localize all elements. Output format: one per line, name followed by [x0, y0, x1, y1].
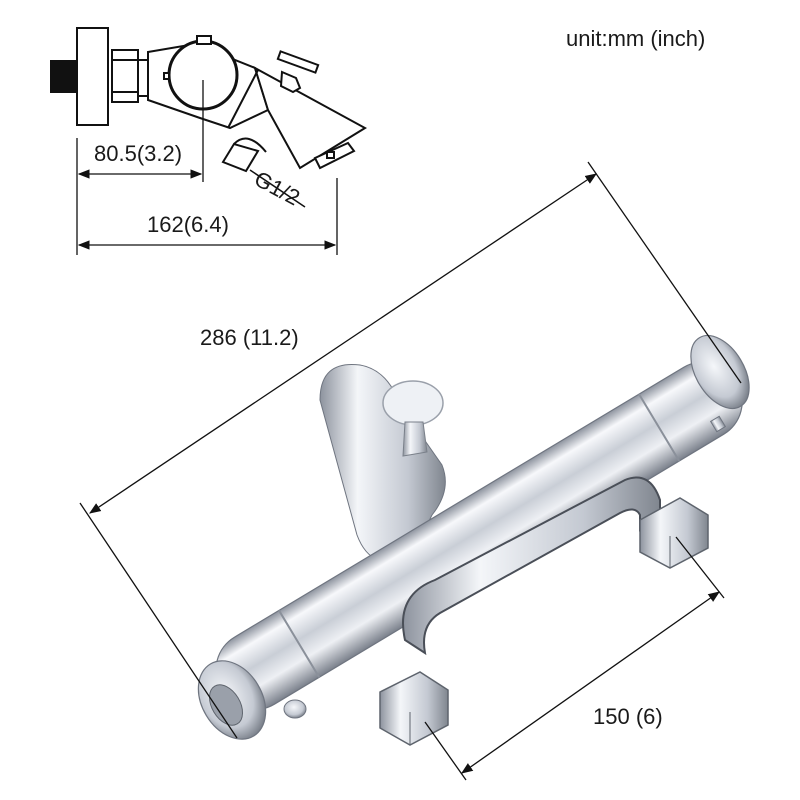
center-dimension-label: 80.5(3.2) — [94, 141, 183, 166]
unit-label: unit:mm (inch) — [566, 26, 706, 51]
depth-dimension-label: 162(6.4) — [147, 212, 229, 237]
dim-line-286 — [89, 173, 597, 514]
wall-plate — [76, 27, 109, 126]
length-extension-right — [587, 161, 742, 384]
side-view-drawing — [50, 27, 367, 208]
inlet-nut-right — [639, 497, 709, 569]
spacing-extension-left — [424, 721, 467, 781]
diverter-knob — [382, 380, 444, 426]
length-extension-left — [79, 502, 238, 739]
length-dimension-label: 286 (11.2) — [200, 325, 299, 350]
dim-line-150 — [461, 591, 720, 774]
thermostatic-mixer-render — [197, 334, 750, 746]
hex-nut — [111, 49, 139, 103]
spacing-extension-right — [675, 536, 725, 599]
thread-stub-icon — [50, 60, 77, 93]
inlet-nut-left — [379, 671, 449, 746]
inlet-spacing-label: 150 (6) — [593, 704, 663, 729]
main-view-dimensions — [79, 161, 742, 781]
